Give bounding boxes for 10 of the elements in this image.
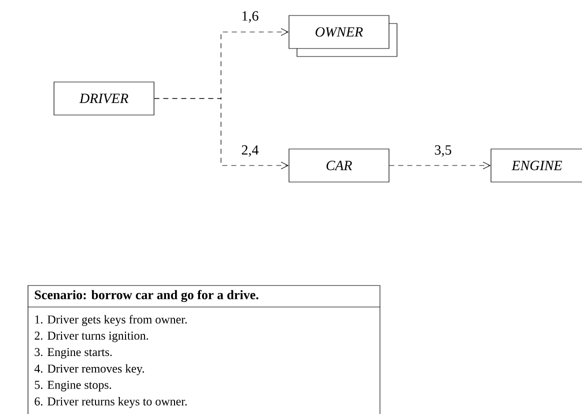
stacked-class-box: OWNER — [288, 15, 398, 57]
edge-label: 2,4 — [240, 144, 260, 158]
class-box: ENGINE — [490, 148, 582, 182]
class-box: CAR — [288, 148, 390, 182]
edge-label: 1,6 — [240, 10, 260, 24]
arrow — [389, 162, 491, 170]
edge-label: 3,5 — [433, 144, 453, 158]
arrow — [154, 98, 289, 170]
class-box: DRIVER — [54, 82, 154, 116]
scenario-table: Scenario: borrow car and go for a drive. 1. Driver gets keys from owner. 2. Driver turns ignition. 3. Engine starts. 4. Driver removes key. 5. Engine stops. 6. Driver returns keys to owner. — [28, 285, 380, 414]
